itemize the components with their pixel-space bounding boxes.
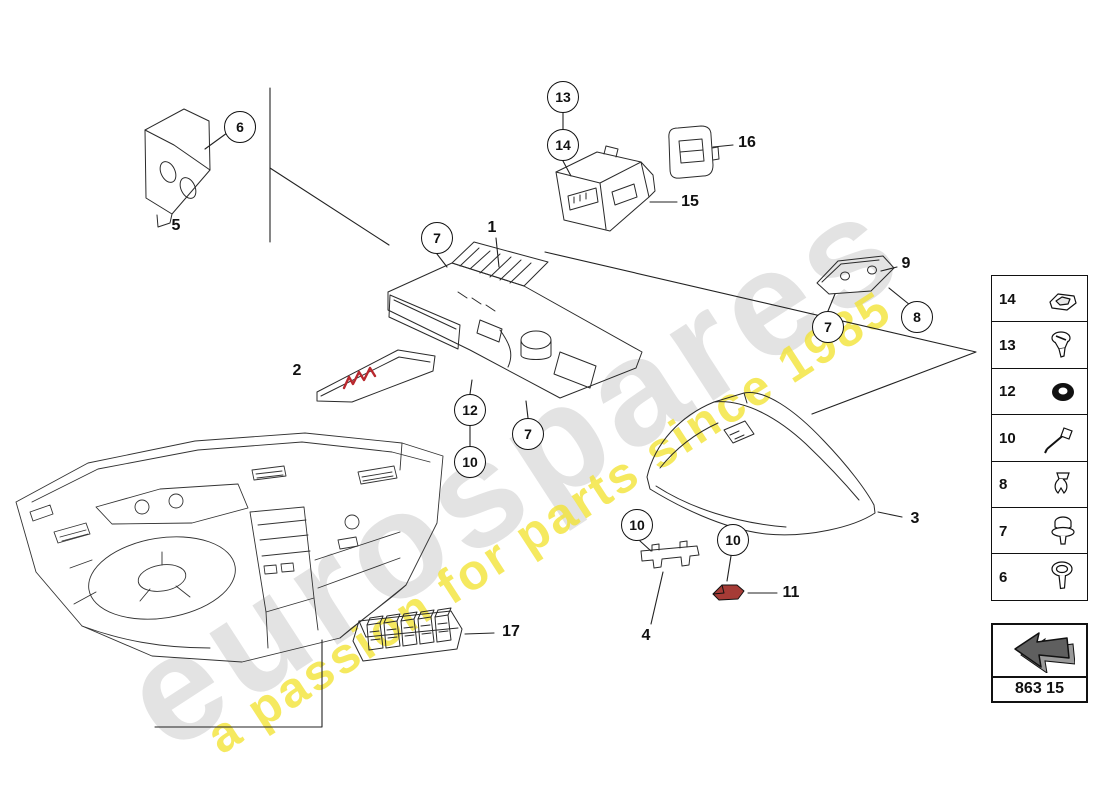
legend-number: 10 — [999, 429, 1016, 447]
oval-head-screw-icon — [1044, 558, 1082, 596]
part-label-16[interactable]: 16 — [738, 134, 756, 151]
legend-number: 14 — [999, 290, 1016, 308]
part-16-drawing — [668, 125, 720, 179]
callout-number: 7 — [824, 319, 832, 335]
legend-number: 6 — [999, 568, 1008, 586]
callout-8[interactable]: 8 — [901, 301, 933, 333]
legend-row-12[interactable]: 12 — [991, 367, 1088, 416]
callout-7-b[interactable]: 7 — [512, 418, 544, 450]
part-label-2[interactable]: 2 — [292, 362, 302, 379]
callout-10-b[interactable]: 10 — [621, 509, 653, 541]
callout-number: 8 — [913, 309, 921, 325]
part-label-1[interactable]: 1 — [487, 219, 497, 236]
countersunk-screw-icon — [1044, 327, 1082, 363]
callout-number: 7 — [524, 426, 532, 442]
connector-clip-icon — [1044, 282, 1082, 316]
part-label-15[interactable]: 15 — [681, 193, 699, 210]
part-label-9[interactable]: 9 — [901, 255, 911, 272]
callout-12[interactable]: 12 — [454, 394, 486, 426]
legend-row-10[interactable]: 10 — [991, 414, 1088, 463]
back-arrow-icon[interactable] — [993, 625, 1086, 676]
legend-number: 13 — [999, 336, 1016, 354]
callout-14[interactable]: 14 — [547, 129, 579, 161]
grommet-icon — [1044, 375, 1082, 409]
callout-number: 7 — [433, 230, 441, 246]
callout-7-a[interactable]: 7 — [421, 222, 453, 254]
callout-number: 6 — [236, 119, 244, 135]
callout-number: 10 — [462, 454, 478, 470]
callout-number: 10 — [725, 532, 741, 548]
part-label-11[interactable]: 11 — [782, 584, 800, 601]
legend-number: 7 — [999, 522, 1008, 540]
part-15-drawing — [555, 145, 656, 232]
part-label-17[interactable]: 17 — [502, 623, 520, 640]
legend-number: 12 — [999, 383, 1016, 401]
bolt-washer-icon — [1044, 512, 1082, 550]
leader-lines — [154, 87, 977, 728]
part-4-drawing — [640, 540, 700, 569]
callout-10-a[interactable]: 10 — [454, 446, 486, 478]
fastener-legend: 14 13 12 10 8 — [991, 275, 1088, 602]
legend-number: 8 — [999, 476, 1008, 494]
part-label-5[interactable]: 5 — [171, 217, 181, 234]
callout-7-c[interactable]: 7 — [812, 311, 844, 343]
part-11-drawing — [712, 584, 745, 601]
legend-row-13[interactable]: 13 — [991, 321, 1088, 370]
part-label-3[interactable]: 3 — [910, 510, 920, 527]
diagram-code: 863 15 — [993, 676, 1086, 701]
legend-row-8[interactable]: 8 — [991, 460, 1088, 509]
callout-10-c[interactable]: 10 — [717, 524, 749, 556]
part-9-drawing — [816, 255, 895, 295]
rivet-pin-icon — [1042, 421, 1082, 455]
legend-row-14[interactable]: 14 — [991, 275, 1088, 323]
callout-number: 14 — [555, 137, 571, 153]
diagram-nav-box: 863 15 — [991, 623, 1088, 703]
part-2-drawing — [316, 349, 436, 403]
part-5-drawing — [144, 108, 211, 228]
part-2-emblem — [342, 366, 377, 390]
expanding-nut-icon — [1044, 467, 1082, 503]
part-3-drawing — [646, 391, 876, 536]
dashboard-drawing — [15, 432, 444, 663]
callout-6[interactable]: 6 — [224, 111, 256, 143]
callout-13[interactable]: 13 — [547, 81, 579, 113]
callout-number: 10 — [629, 517, 645, 533]
part-1-drawing — [387, 241, 643, 399]
callout-number: 12 — [462, 402, 478, 418]
callout-number: 13 — [555, 89, 571, 105]
legend-row-7[interactable]: 7 — [991, 507, 1088, 556]
legend-row-6[interactable]: 6 — [991, 553, 1088, 602]
part-label-4[interactable]: 4 — [641, 627, 651, 644]
part-17-drawing — [352, 607, 463, 662]
